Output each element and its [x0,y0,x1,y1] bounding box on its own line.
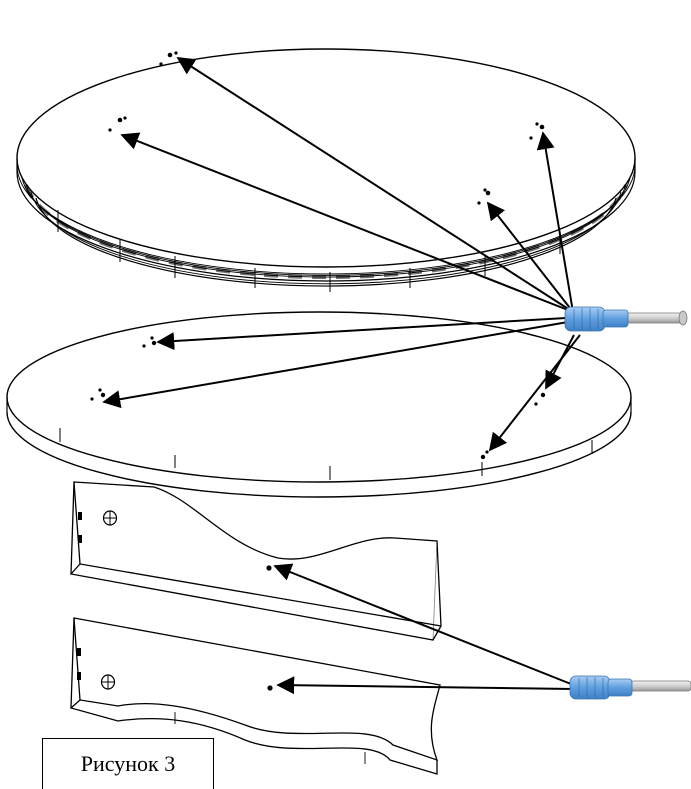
lower-support-plate [69,617,441,775]
arrow-top-3 [536,131,574,313]
arrow-mid-2 [102,321,569,409]
lower-plate-hole [267,685,273,691]
upper-support-plate [69,481,442,641]
arrow-plate-2 [276,676,575,695]
top-disc-assembly [16,48,636,292]
lower-fastener-pin [569,675,691,700]
figure-caption-box: Рисунок 3 [42,738,214,789]
assembly-arrows [102,57,581,695]
lower-plate-bolt-icon [100,674,116,690]
top-disc-holes [108,51,545,205]
arrow-mid-1 [156,317,567,351]
arrow-top-4 [486,201,574,313]
arrow-plate-1 [273,563,577,687]
middle-disc [6,311,632,498]
upper-plate-bolt-icon [102,510,118,526]
upper-fastener-pin [564,306,688,332]
upper-plate-hole [266,565,272,571]
figure-caption: Рисунок 3 [80,751,176,776]
arrow-top-1 [176,57,574,313]
arrow-mid-4 [488,334,581,452]
arrow-top-2 [120,132,574,313]
middle-disc-holes [90,336,549,460]
